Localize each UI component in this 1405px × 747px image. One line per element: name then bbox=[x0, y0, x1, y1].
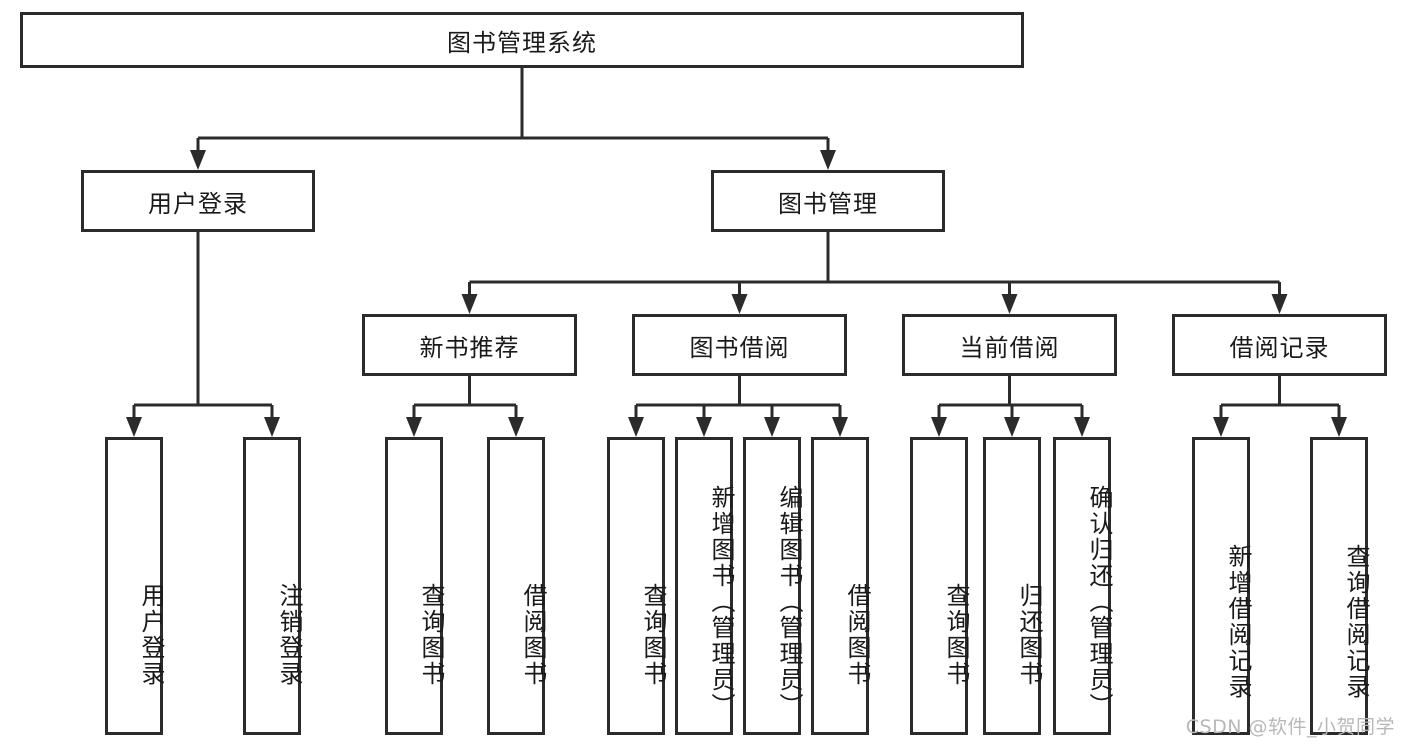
node-box-leaf-add-book[interactable] bbox=[675, 437, 733, 735]
arrow-head-icon bbox=[931, 417, 947, 437]
arrow-head-icon bbox=[126, 417, 142, 437]
node-box-leaf-query-book-3[interactable] bbox=[910, 437, 968, 735]
arrow-head-icon bbox=[264, 417, 280, 437]
node-box-leaf-user-login[interactable] bbox=[105, 437, 163, 735]
node-box-leaf-confirm-return[interactable] bbox=[1053, 437, 1111, 735]
node-box-user-login[interactable] bbox=[81, 170, 315, 232]
node-box-leaf-borrow-book-1[interactable] bbox=[487, 437, 545, 735]
node-box-new-book-recommend[interactable] bbox=[362, 314, 577, 376]
arrow-head-icon bbox=[1004, 417, 1020, 437]
arrow-head-icon bbox=[1271, 294, 1288, 314]
edges-layer bbox=[126, 68, 1347, 437]
arrow-head-icon bbox=[1331, 417, 1347, 437]
arrow-head-icon bbox=[820, 150, 836, 170]
arrow-head-icon bbox=[628, 417, 644, 437]
node-box-leaf-borrow-book-2[interactable] bbox=[811, 437, 869, 735]
node-box-leaf-query-book-2[interactable] bbox=[607, 437, 665, 735]
node-box-root[interactable] bbox=[20, 12, 1024, 68]
arrow-head-icon bbox=[461, 294, 478, 314]
node-box-current-borrow[interactable] bbox=[902, 314, 1117, 376]
boxes-layer bbox=[20, 12, 1387, 735]
arrow-head-icon bbox=[1213, 417, 1229, 437]
arrow-head-icon bbox=[696, 417, 712, 437]
node-box-leaf-edit-book[interactable] bbox=[743, 437, 801, 735]
node-box-borrow-record[interactable] bbox=[1172, 314, 1387, 376]
arrow-head-icon bbox=[731, 294, 748, 314]
arrow-head-icon bbox=[190, 150, 206, 170]
node-box-leaf-logout[interactable] bbox=[243, 437, 301, 735]
arrow-head-icon bbox=[764, 417, 780, 437]
arrow-head-icon bbox=[1001, 294, 1018, 314]
node-box-book-manage[interactable] bbox=[711, 170, 945, 232]
node-box-leaf-query-record[interactable] bbox=[1310, 437, 1368, 735]
node-box-leaf-return-book[interactable] bbox=[983, 437, 1041, 735]
node-box-leaf-add-record[interactable] bbox=[1192, 437, 1250, 735]
node-box-leaf-query-book-1[interactable] bbox=[385, 437, 443, 735]
arrow-head-icon bbox=[406, 417, 422, 437]
arrow-head-icon bbox=[1074, 417, 1090, 437]
node-box-book-borrow[interactable] bbox=[632, 314, 847, 376]
arrow-head-icon bbox=[832, 417, 848, 437]
arrow-head-icon bbox=[508, 417, 524, 437]
